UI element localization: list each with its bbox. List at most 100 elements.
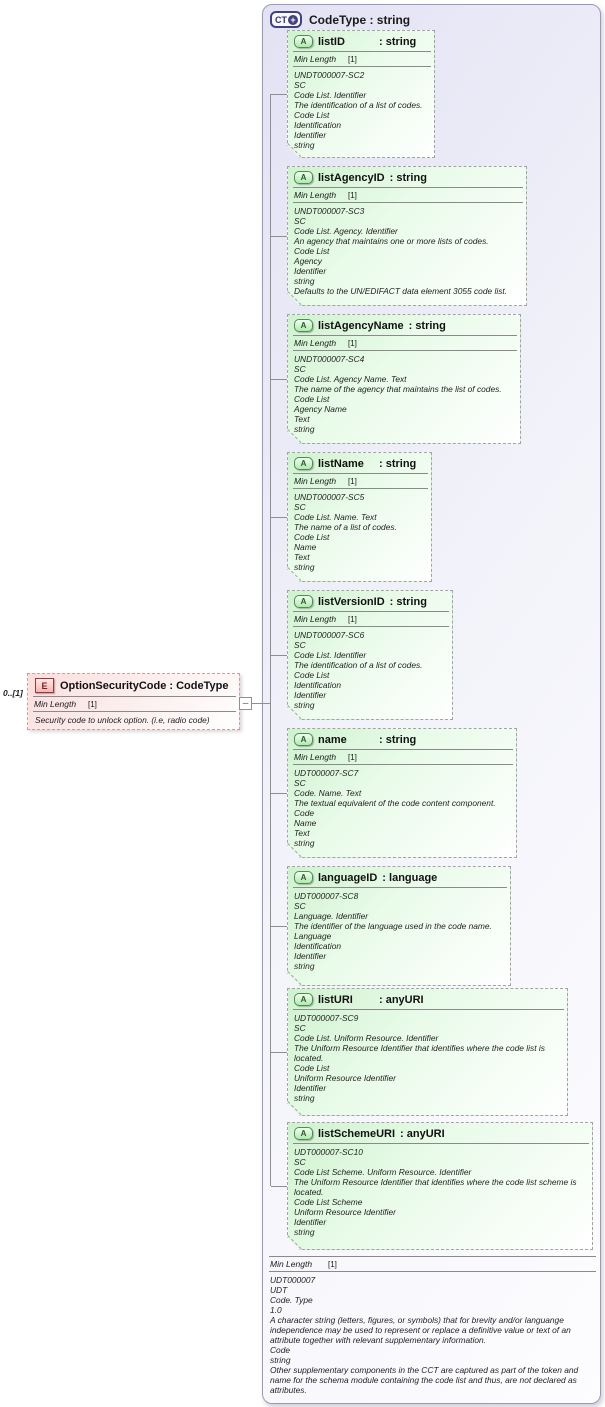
collapse-toggle[interactable]: – xyxy=(239,697,252,710)
attribute-header: A listSchemeURI : anyURI xyxy=(288,1123,592,1142)
annotation-line: The name of a list of codes. xyxy=(294,522,397,532)
connector-line xyxy=(271,926,287,927)
attribute-header: A name : string xyxy=(288,729,516,748)
element-icon: E xyxy=(35,678,54,693)
attribute-box[interactable]: A listName : string Min Length [1] UNDT0… xyxy=(287,452,432,582)
annotation-line: UDT000007-SC9 xyxy=(294,1013,359,1023)
minus-icon: – xyxy=(242,697,249,709)
annotation-line: Language xyxy=(294,931,332,941)
complextype-footer: Min Length [1] UDT000007 UDT Code. Type … xyxy=(267,1255,597,1397)
attribute-name: listID xyxy=(318,35,345,48)
annotation-line: Agency xyxy=(294,256,322,266)
divider xyxy=(293,187,523,188)
attribute-type: : string xyxy=(389,171,427,184)
annotation-line: The name of the agency that maintains th… xyxy=(294,384,502,394)
divider xyxy=(293,473,428,474)
annotation-line: Code List. Uniform Resource. Identifier xyxy=(294,1033,439,1043)
attribute-type: : string xyxy=(379,733,417,746)
element-header: E OptionSecurityCode : CodeType xyxy=(28,674,239,695)
element-annotation: Security code to unlock option. (i.e, ra… xyxy=(35,715,210,725)
connector-line xyxy=(271,1052,287,1053)
attribute-header: A languageID : language xyxy=(288,867,510,886)
annotation-line: SC xyxy=(294,502,306,512)
facet-name: Min Length xyxy=(270,1259,313,1269)
annotation-line: Identification xyxy=(294,680,342,690)
facet-row: Min Length [1] xyxy=(28,698,239,710)
attribute-name: listVersionID xyxy=(318,595,385,608)
complextype-title: CodeType : string xyxy=(309,12,411,27)
attribute-box[interactable]: A name : string Min Length [1] UDT000007… xyxy=(287,728,517,858)
annotation-line: string xyxy=(294,700,315,710)
attribute-header: A listAgencyName : string xyxy=(288,315,520,334)
complextype-header: CT + CodeType : string xyxy=(263,5,600,32)
divider xyxy=(293,764,513,765)
connector-line xyxy=(271,236,287,237)
annotation-line: Language. Identifier xyxy=(294,911,369,921)
annotation-line: UDT000007-SC10 xyxy=(294,1147,363,1157)
expand-icon[interactable]: + xyxy=(288,14,298,25)
annotation-line: Identifier xyxy=(294,951,327,961)
complextype-badge-label: CT xyxy=(275,14,287,25)
annotation-line: string xyxy=(294,1227,315,1237)
facet-name: Min Length xyxy=(294,752,337,762)
annotation-line: UDT000007 xyxy=(270,1275,316,1285)
attribute-icon: A xyxy=(294,993,313,1006)
attribute-type: : anyURI xyxy=(379,993,424,1006)
annotation-line: Name xyxy=(294,818,317,828)
element-box[interactable]: E OptionSecurityCode : CodeType Min Leng… xyxy=(27,673,240,730)
divider xyxy=(293,611,449,612)
annotation-line: Code xyxy=(270,1345,291,1355)
annotation-line: SC xyxy=(294,778,306,788)
attribute-box[interactable]: A listVersionID : string Min Length [1] … xyxy=(287,590,453,720)
annotation-line: The Uniform Resource Identifier that ide… xyxy=(294,1177,577,1197)
annotation-line: UNDT000007-SC5 xyxy=(294,492,365,502)
annotation-line: Agency Name xyxy=(294,404,347,414)
attribute-type: : language xyxy=(382,871,438,884)
attribute-box[interactable]: A listAgencyID : string Min Length [1] U… xyxy=(287,166,527,306)
element-title: OptionSecurityCode : CodeType xyxy=(60,679,229,692)
annotation-line: Code List. Identifier xyxy=(294,90,367,100)
attribute-icon: A xyxy=(294,35,313,48)
annotation-line: Defaults to the UN/EDIFACT data element … xyxy=(294,286,508,296)
annotation-line: The Uniform Resource Identifier that ide… xyxy=(294,1043,545,1063)
attribute-box[interactable]: A listAgencyName : string Min Length [1]… xyxy=(287,314,521,444)
complextype-icon: CT + xyxy=(270,11,302,28)
annotation-line: SC xyxy=(294,216,306,226)
annotation-line: Code. Type xyxy=(270,1295,313,1305)
attribute-name: languageID xyxy=(318,871,378,884)
connector-line xyxy=(271,379,287,380)
facet-name: Min Length xyxy=(294,190,337,200)
annotation-line: SC xyxy=(294,901,306,911)
attribute-icon: A xyxy=(294,171,313,184)
attribute-name: listAgencyName xyxy=(318,319,404,332)
divider xyxy=(293,488,428,489)
annotation-line: SC xyxy=(294,1023,306,1033)
annotation-line: string xyxy=(294,961,315,971)
divider xyxy=(269,1271,596,1272)
attribute-header: A listName : string xyxy=(288,453,431,472)
attribute-box[interactable]: A listID : string Min Length [1] UNDT000… xyxy=(287,30,435,158)
annotation-line: UNDT000007-SC6 xyxy=(294,630,365,640)
divider xyxy=(293,749,513,750)
attribute-icon: A xyxy=(294,871,313,884)
attribute-header: A listURI : anyURI xyxy=(288,989,567,1008)
attribute-type: : string xyxy=(379,457,417,470)
attribute-name: listName xyxy=(318,457,364,470)
divider xyxy=(293,1143,589,1144)
divider xyxy=(293,626,449,627)
annotation-line: UDT000007-SC7 xyxy=(294,768,359,778)
annotation-line: Code List. Name. Text xyxy=(294,512,377,522)
divider xyxy=(293,1009,564,1010)
annotation-line: SC xyxy=(294,640,306,650)
annotation-line: UNDT000007-SC3 xyxy=(294,206,365,216)
annotation-line: Identifier xyxy=(294,1083,327,1093)
annotation-line: Code List xyxy=(294,1063,330,1073)
attribute-type: : string xyxy=(379,35,417,48)
